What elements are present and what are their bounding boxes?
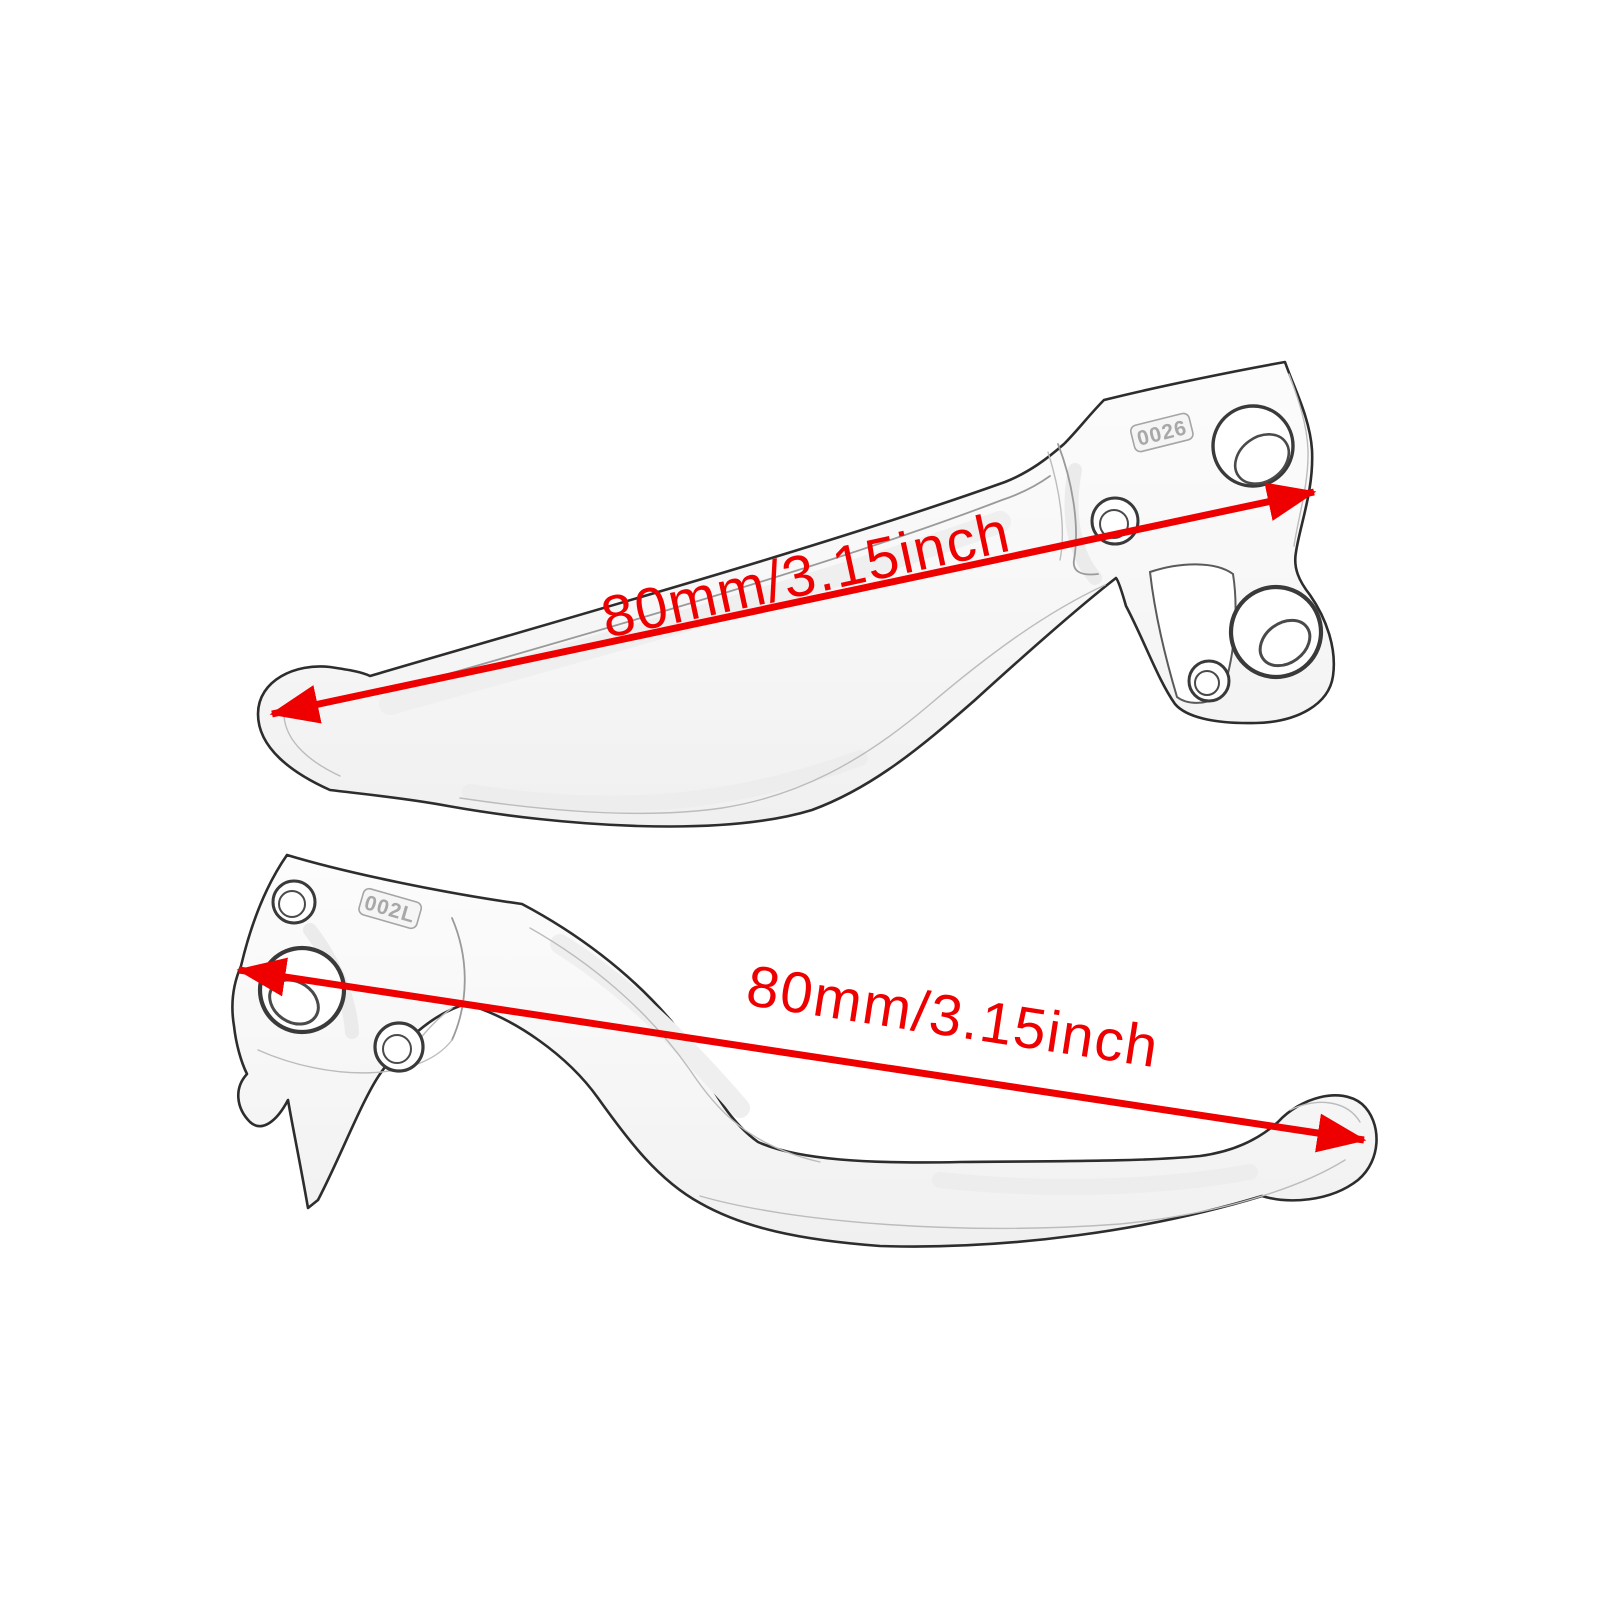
dimension-arrow-bottom [236,957,1367,1153]
dimension-label-bottom: 80mm/3.15inch [742,953,1163,1080]
dimension-arrow-top [269,482,1317,724]
bottom-lever-drawing: 002L [231,853,1378,1248]
